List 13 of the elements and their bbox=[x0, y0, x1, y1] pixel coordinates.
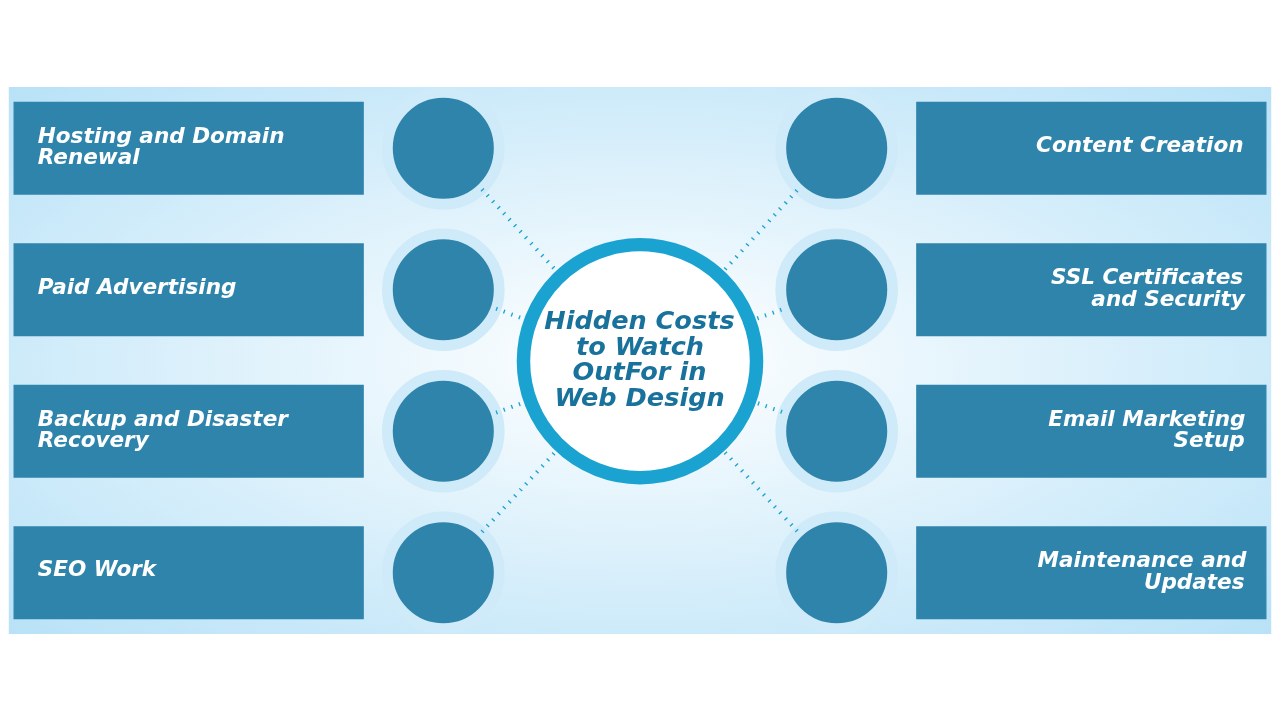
node-box: Backup and Disaster Recovery bbox=[13, 384, 364, 478]
node-box: SEO Work bbox=[13, 525, 364, 619]
node-box: SSL Certificates and Security bbox=[916, 242, 1267, 336]
node-box: Content Creation bbox=[916, 101, 1267, 195]
node-circle bbox=[775, 369, 898, 493]
node-box: Maintenance and Updates bbox=[916, 525, 1267, 619]
node-circle bbox=[382, 227, 505, 351]
node-box: Paid Advertising bbox=[13, 242, 364, 336]
node-circle bbox=[382, 369, 505, 493]
node-circle bbox=[775, 227, 898, 351]
node-box: Email Marketing Setup bbox=[916, 384, 1267, 478]
node-box: Hosting and Domain Renewal bbox=[13, 101, 364, 195]
node-circle: Hidden Costs to Watch OutFor in Web Design bbox=[516, 237, 764, 484]
